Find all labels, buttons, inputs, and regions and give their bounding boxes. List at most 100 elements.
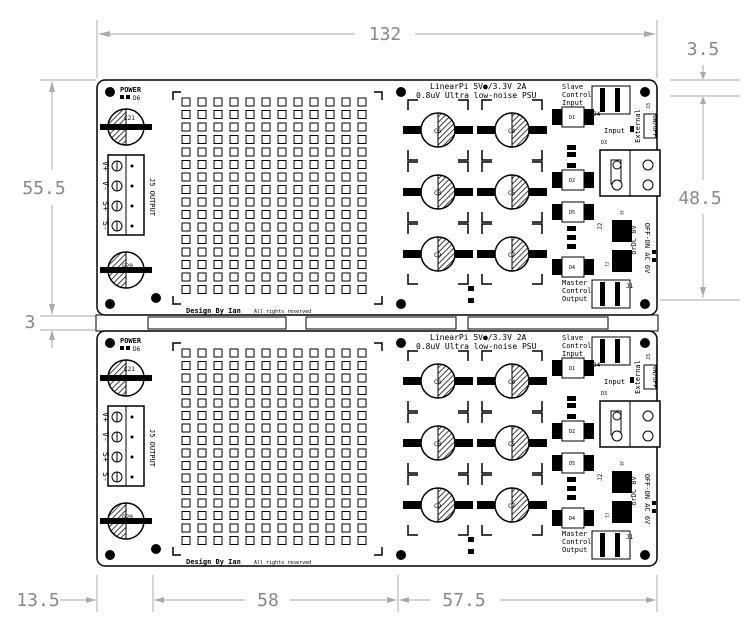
proto-pad [277,448,287,458]
diode-label: D1 [569,366,575,372]
proto-pad [181,135,191,144]
j1-connector [591,530,631,560]
terminal-screw [611,430,623,442]
proto-pad [277,197,287,207]
proto-pad [197,97,207,107]
dim-proto-width: 58 [257,590,279,611]
proto-pad [213,160,223,169]
proto-pad [293,498,303,508]
proto-pad [325,147,335,157]
proto-pad [181,436,191,445]
proto-pad [245,398,255,408]
proto-pad [309,147,319,157]
proto-pad [277,536,287,545]
proto-pad [309,423,319,433]
proto-pad [293,260,303,269]
proto-pad [261,423,271,433]
proto-pad [293,222,303,232]
proto-pad [293,185,303,194]
mounting-hole [105,338,115,348]
master-label: Master [562,530,587,538]
proto-pad [261,498,271,508]
electrolytic-capacitor: C6 [403,99,473,161]
proto-pad [245,147,255,157]
proto-pad [357,197,367,207]
proto-pad [341,247,351,257]
proto-pad [245,523,255,533]
proto-pad [181,473,191,483]
proto-pad [229,523,239,533]
proto-pad [325,97,335,107]
proto-pad [197,160,207,169]
proto-pad [229,197,239,207]
j1-label: J1 [626,283,634,290]
proto-pad [357,536,367,545]
smd-resistor [567,163,576,168]
proto-pad [357,147,367,157]
proto-pad [277,160,287,169]
terminal-screw [642,410,654,422]
proto-pad [325,135,335,144]
proto-pad [277,361,287,370]
smd-part [468,549,474,554]
svg-text:Control: Control [562,342,592,350]
proto-pad [181,536,191,545]
diode-pad [584,510,594,526]
proto-pad [181,172,191,182]
proto-pad [293,523,303,533]
proto-pad [357,272,367,282]
mounting-hole [396,299,406,309]
proto-pad [261,97,271,107]
proto-pad [309,386,319,395]
terminal-screw [642,179,654,191]
proto-pad [229,272,239,282]
proto-pad [293,511,303,520]
proto-pad [341,172,351,182]
proto-pad [293,398,303,408]
j3-switch [643,364,657,390]
proto-pad [309,511,319,520]
proto-pad [181,185,191,194]
capacitor-label: C21 [124,115,135,122]
capacitor-label: C5 [508,441,516,448]
proto-pad [213,185,223,194]
proto-pad [277,147,287,157]
svg-text:Output: Output [562,546,587,554]
proto-pad [309,436,319,445]
proto-pad [181,486,191,495]
board-title: LinearPi 5V●/3.3V 2A [430,82,527,91]
proto-pad [341,272,351,282]
proto-pad [261,511,271,520]
proto-pad [181,448,191,458]
electrolytic-capacitor: C9 [403,223,473,285]
proto-pad [197,361,207,370]
proto-pad [325,411,335,420]
proto-frame [172,342,383,556]
proto-pad [357,122,367,132]
j4-label: J4 [593,111,601,118]
proto-pad [181,210,191,219]
rights-label: All rights reserved [254,309,311,315]
proto-pad [341,110,351,119]
proto-pad [261,235,271,244]
smd-resistor [567,152,576,157]
onoff-label: ON/OFF [651,366,658,388]
proto-pad [245,210,255,219]
proto-pad [245,486,255,495]
proto-pad [245,511,255,520]
capacitor-label: C9 [434,252,442,259]
proto-pad [261,247,271,257]
proto-pad [309,486,319,495]
power-label: POWER [120,337,142,345]
proto-pad [245,185,255,194]
proto-pad [341,235,351,244]
proto-pad [325,197,335,207]
proto-pad [341,536,351,545]
breakaway-rail [95,314,659,332]
proto-pad [213,285,223,294]
dim-width-total: 132 [369,24,402,45]
j4-connector [591,85,631,115]
proto-pad [213,172,223,182]
proto-pad [261,135,271,144]
proto-pad [357,448,367,458]
